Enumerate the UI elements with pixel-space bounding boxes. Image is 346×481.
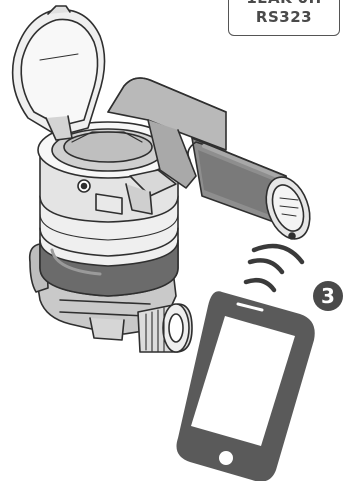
step-number: 3 <box>321 284 335 308</box>
water-meter <box>13 6 318 352</box>
smartphone-icon <box>177 291 315 481</box>
meter-lid <box>13 6 105 140</box>
meter-outlet-thread <box>138 304 192 352</box>
step-badge: 3 <box>313 281 343 311</box>
wireless-signal-icon <box>246 246 302 290</box>
model-label-line-1: 1EAK-0H <box>229 0 339 8</box>
radio-module <box>188 138 318 245</box>
model-label: 1EAK-0H RS323 <box>228 0 340 36</box>
model-label-line-2: RS323 <box>229 8 339 27</box>
